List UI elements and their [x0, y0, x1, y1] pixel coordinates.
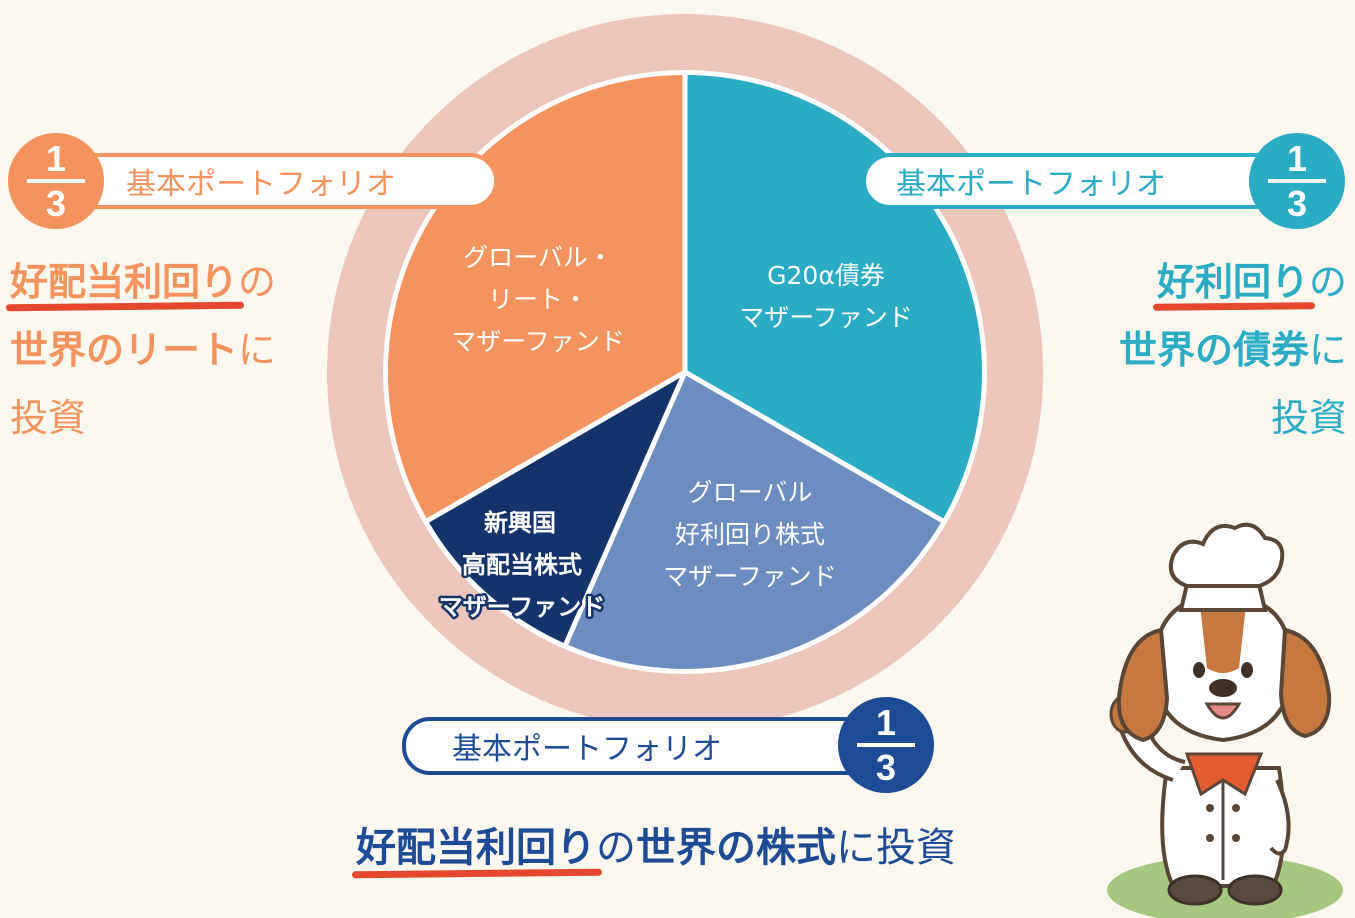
desc-right-particle-1: の — [1308, 260, 1347, 304]
segment-label-reit-1: グローバル・ — [463, 243, 613, 272]
segment-label-bond-2: マザーファンド — [739, 303, 913, 332]
desc-left-line-3: 投資 — [10, 396, 87, 440]
desc-right-line-3: 投資 — [1270, 396, 1347, 440]
desc-bottom-particle: の — [596, 825, 636, 871]
fraction-right-bar — [1268, 178, 1326, 183]
description-left: 好配当利回りの 世界のリートに 投資 — [10, 248, 276, 452]
segment-em-equity — [427, 372, 685, 644]
badge-bottom: 基本ポートフォリオ — [402, 717, 882, 775]
desc-bottom-tail: に投資 — [836, 825, 956, 871]
segment-label-global-equity-3: マザーファンド — [663, 562, 837, 591]
segment-label-em-equity-2: 高配当株式 — [462, 551, 582, 579]
desc-right-emphasis-2: 世界の債券 — [1118, 328, 1309, 372]
segment-label-em-equity-1: 新興国 — [484, 509, 556, 537]
segment-label-global-equity-1: グローバル — [688, 478, 813, 507]
fraction-left-numerator: 1 — [45, 137, 67, 179]
badge-left: 基本ポートフォリオ — [58, 153, 498, 209]
fraction-badge-bottom: 1 3 — [838, 697, 934, 793]
fraction-badge-left: 1 3 — [8, 133, 104, 229]
segment-label-bond-1: G20α債券 — [767, 261, 885, 290]
fraction-bottom-bar — [857, 742, 915, 747]
fraction-right-numerator: 1 — [1286, 137, 1308, 179]
segment-label-global-equity-2: 好利回り株式 — [675, 520, 825, 549]
segment-label-reit-2: リート・ — [488, 285, 588, 314]
description-bottom: 好配当利回りの世界の株式に投資 — [356, 814, 956, 882]
fraction-badge-right: 1 3 — [1249, 133, 1345, 229]
description-right: 好利回りの 世界の債券に 投資 — [1119, 248, 1347, 452]
fraction-right-denominator: 3 — [1286, 182, 1308, 224]
desc-bottom-emphasis-2: 世界の株式 — [636, 825, 836, 871]
badge-right-label: 基本ポートフォリオ — [896, 167, 1166, 202]
badge-right: 基本ポートフォリオ — [862, 153, 1302, 209]
fraction-bottom-numerator: 1 — [875, 701, 897, 743]
badge-left-label: 基本ポートフォリオ — [126, 167, 396, 202]
chef-beagle-mascot-icon — [1107, 522, 1343, 918]
segment-label-reit-3: マザーファンド — [451, 327, 625, 356]
desc-right-emphasis-1: 好利回り — [1156, 260, 1309, 304]
desc-right-particle-2: に — [1308, 328, 1347, 372]
fraction-left-bar — [27, 178, 85, 183]
badge-bottom-label: 基本ポートフォリオ — [452, 732, 722, 767]
fraction-bottom-denominator: 3 — [875, 746, 897, 788]
desc-left-particle-1: の — [238, 260, 277, 304]
desc-left-emphasis-1: 好配当利回り — [10, 260, 239, 304]
fraction-left-denominator: 3 — [45, 182, 67, 224]
desc-left-emphasis-2: 世界のリート — [10, 328, 239, 372]
desc-left-particle-2: に — [238, 328, 277, 372]
segment-label-em-equity-3: マザーファンド — [439, 593, 606, 621]
segment-global-equity — [566, 372, 943, 669]
desc-bottom-emphasis-1: 好配当利回り — [356, 825, 596, 871]
